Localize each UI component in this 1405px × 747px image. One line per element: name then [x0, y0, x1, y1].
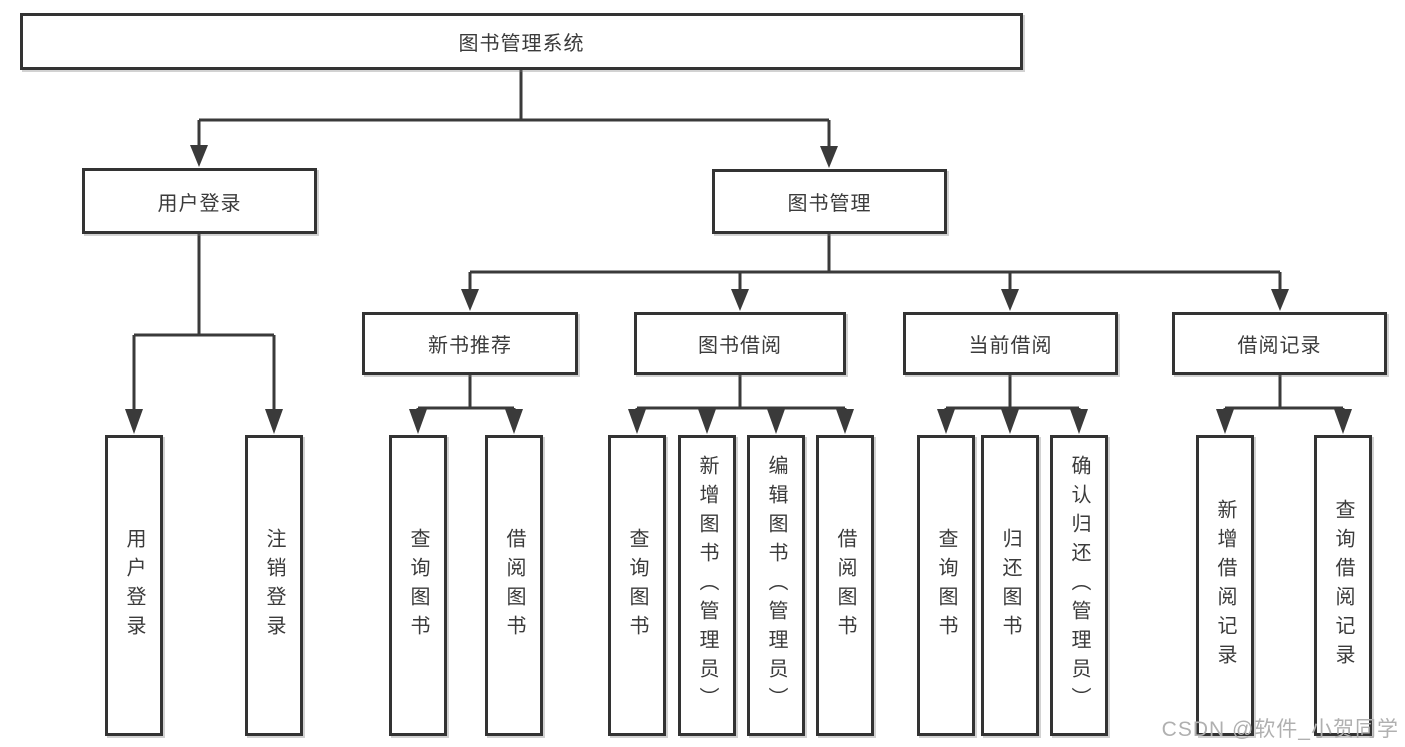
connector-user-login [132, 234, 276, 410]
node-label: 借阅记录 [1237, 335, 1322, 357]
node-label: 当前借阅 [968, 335, 1053, 357]
leaf-add-books-admin: 新增图书（管理员） [678, 435, 736, 736]
node-label: 用户登录 [157, 192, 242, 215]
leaf-query-books-current: 查询图书 [917, 435, 975, 736]
node-label: 图书管理系统 [458, 33, 585, 55]
leaf-label: 新增图书（管理员） [696, 455, 718, 716]
leaf-borrow-books: 借阅图书 [816, 435, 874, 736]
connector-book-borrow [635, 375, 847, 412]
leaf-add-borrow-record: 新增借阅记录 [1196, 435, 1254, 736]
connector-borrow-records [1223, 375, 1345, 412]
node-library-management-system: 图书管理系统 [20, 13, 1023, 70]
node-book-management: 图书管理 [712, 169, 947, 234]
leaf-label: 查询图书 [626, 527, 648, 644]
leaf-logout: 注销登录 [245, 435, 303, 736]
leaf-label: 查询图书 [935, 527, 957, 644]
leaf-query-borrow-record: 查询借阅记录 [1314, 435, 1372, 736]
node-new-book-recommend: 新书推荐 [362, 312, 578, 375]
leaf-label: 注销登录 [263, 527, 285, 644]
leaf-label: 借阅图书 [503, 527, 525, 644]
node-label: 图书借阅 [698, 335, 782, 357]
leaf-label: 归还图书 [999, 527, 1021, 644]
leaf-query-books-recommend: 查询图书 [389, 435, 447, 736]
node-book-borrow: 图书借阅 [634, 312, 846, 375]
node-label: 新书推荐 [428, 335, 512, 357]
node-user-login: 用户登录 [82, 168, 317, 234]
connector-current-borrow [944, 375, 1081, 412]
leaf-label: 查询图书 [407, 527, 429, 644]
arrowheads [125, 145, 1352, 434]
node-borrow-records: 借阅记录 [1172, 312, 1387, 375]
leaf-label: 查询借阅记录 [1332, 498, 1354, 673]
leaf-label: 确认归还（管理员） [1068, 455, 1090, 716]
connector-book-management [468, 234, 1282, 290]
connector-new-book-recommend [416, 375, 516, 412]
leaf-label: 编辑图书（管理员） [765, 455, 787, 716]
leaf-label: 用户登录 [123, 527, 145, 644]
leaf-return-books: 归还图书 [981, 435, 1039, 736]
leaf-borrow-books-recommend: 借阅图书 [485, 435, 543, 736]
connector-root [197, 70, 831, 147]
node-current-borrow: 当前借阅 [903, 312, 1118, 375]
node-label: 图书管理 [787, 193, 872, 215]
leaf-edit-books-admin: 编辑图书（管理员） [747, 435, 805, 736]
leaf-label: 借阅图书 [834, 527, 856, 644]
leaf-user-login: 用户登录 [105, 435, 163, 736]
leaf-label: 新增借阅记录 [1214, 498, 1236, 673]
csdn-watermark: CSDN @软件_小贺同学 [1161, 718, 1399, 741]
leaf-confirm-return-admin: 确认归还（管理员） [1050, 435, 1108, 736]
leaf-query-books-borrow: 查询图书 [608, 435, 666, 736]
